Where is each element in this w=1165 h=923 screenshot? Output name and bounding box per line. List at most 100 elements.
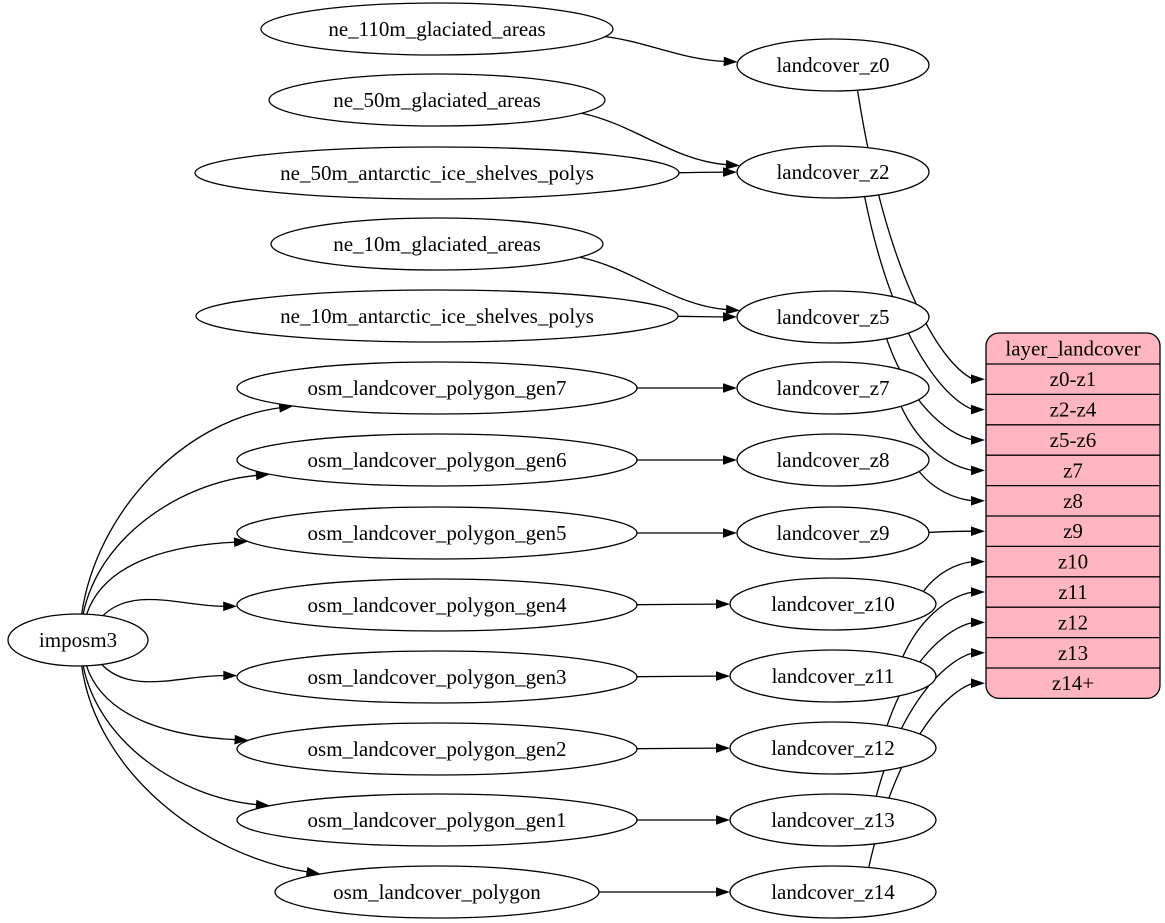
node-ellipse-landcover_z5 — [736, 290, 930, 344]
edge-ne_50m_glaciated_areas-landcover_z2 — [581, 112, 728, 166]
node-ellipse-imposm3 — [7, 613, 149, 667]
node-osm_landcover_polygon_gen7: osm_landcover_polygon_gen7 — [236, 361, 638, 415]
edge-ne_110m_glaciated_areas-landcover_z0-arrowhead — [723, 56, 738, 67]
edge-osm_landcover_polygon_gen1-landcover_z13-arrowhead — [716, 815, 730, 825]
edge-osm_landcover_polygon_gen3-landcover_z11-arrowhead — [715, 671, 731, 681]
node-ellipse-osm_landcover_polygon_gen5 — [236, 506, 638, 560]
table-row-z0-z1: z0-z1 — [1050, 367, 1097, 391]
edge-landcover_z7-layer_landcover-z7-arrowhead — [971, 465, 985, 476]
edge-landcover_z7-layer_landcover-z7 — [900, 406, 974, 472]
edge-osm_landcover_polygon_gen6-landcover_z8-arrowhead — [723, 455, 737, 465]
edge-osm_landcover_polygon_gen2-landcover_z12 — [636, 747, 719, 750]
edge-landcover_z8-layer_landcover-z8-arrowhead — [971, 496, 985, 506]
edge-imposm3-osm_landcover_polygon_gen4 — [102, 598, 226, 617]
node-landcover_z14: landcover_z14 — [729, 865, 937, 919]
edge-landcover_z2-layer_landcover-z2-z4-arrowhead — [971, 404, 985, 415]
edge-landcover_z2-layer_landcover-z2-z4 — [863, 196, 974, 411]
edge-osm_landcover_polygon_gen2-landcover_z12-arrowhead — [715, 743, 731, 753]
table-title: layer_landcover — [1005, 337, 1140, 361]
node-osm_landcover_polygon: osm_landcover_polygon — [274, 865, 600, 919]
edge-ne_10m_glaciated_areas-landcover_z5 — [579, 256, 729, 311]
node-label-landcover_z8: landcover_z8 — [776, 448, 889, 472]
edge-landcover_z14-layer_landcover-z14+-arrowhead — [971, 678, 985, 688]
edge-ne_10m_antarctic_ice_shelves_polys-landcover_z5 — [677, 315, 726, 318]
node-landcover_z0: landcover_z0 — [736, 38, 930, 92]
node-label-osm_landcover_polygon_gen5: osm_landcover_polygon_gen5 — [308, 521, 567, 545]
table-row-z12: z12 — [1058, 610, 1088, 634]
node-landcover_z9: landcover_z9 — [736, 506, 930, 560]
edge-imposm3-osm_landcover_polygon_gen2-arrowhead — [234, 734, 249, 745]
node-label-osm_landcover_polygon_gen3: osm_landcover_polygon_gen3 — [308, 665, 567, 689]
edge-osm_landcover_polygon_gen3-landcover_z11 — [636, 675, 719, 678]
node-osm_landcover_polygon_gen4: osm_landcover_polygon_gen4 — [236, 578, 638, 632]
node-landcover_z5: landcover_z5 — [736, 290, 930, 344]
edge-landcover_z5-layer_landcover-z5-z6 — [885, 338, 974, 441]
node-osm_landcover_polygon_gen1: osm_landcover_polygon_gen1 — [236, 793, 638, 847]
edge-ne_50m_glaciated_areas-landcover_z2-arrowhead — [725, 159, 740, 170]
edge-ne_10m_glaciated_areas-landcover_z5-arrowhead — [725, 304, 740, 315]
node-ellipse-osm_landcover_polygon_gen7 — [236, 361, 638, 415]
node-landcover_z13: landcover_z13 — [729, 793, 937, 847]
node-imposm3: imposm3 — [7, 613, 149, 667]
node-label-ne_50m_glaciated_areas: ne_50m_glaciated_areas — [333, 88, 541, 112]
node-ellipse-osm_landcover_polygon_gen6 — [236, 433, 638, 487]
node-label-ne_10m_glaciated_areas: ne_10m_glaciated_areas — [333, 232, 541, 256]
edge-imposm3-osm_landcover_polygon_gen5 — [86, 541, 237, 615]
node-ne_50m_antarctic_ice_shelves_polys: ne_50m_antarctic_ice_shelves_polys — [194, 146, 680, 200]
node-landcover_z7: landcover_z7 — [736, 361, 930, 415]
edge-landcover_z9-layer_landcover-z9-arrowhead — [971, 526, 985, 536]
node-label-osm_landcover_polygon_gen1: osm_landcover_polygon_gen1 — [308, 808, 567, 832]
node-ellipse-ne_50m_glaciated_areas — [268, 73, 606, 127]
edge-landcover_z11-layer_landcover-z11-arrowhead — [971, 587, 985, 597]
node-ellipse-osm_landcover_polygon_gen4 — [236, 578, 638, 632]
node-ellipse-ne_10m_glaciated_areas — [270, 217, 604, 271]
node-label-ne_10m_antarctic_ice_shelves_polys: ne_10m_antarctic_ice_shelves_polys — [280, 304, 594, 328]
node-ellipse-osm_landcover_polygon_gen1 — [236, 793, 638, 847]
edge-landcover_z10-layer_landcover-z10-arrowhead — [971, 556, 985, 567]
node-landcover_z10: landcover_z10 — [729, 577, 937, 631]
node-ellipse-ne_110m_glaciated_areas — [260, 2, 614, 56]
node-ne_50m_glaciated_areas: ne_50m_glaciated_areas — [268, 73, 606, 127]
edge-landcover_z5-layer_landcover-z5-z6-arrowhead — [971, 435, 985, 445]
edge-osm_landcover_polygon_gen5-landcover_z9-arrowhead — [723, 528, 737, 538]
table-row-z8: z8 — [1063, 489, 1083, 513]
node-ellipse-landcover_z14 — [729, 865, 937, 919]
edge-osm_landcover_polygon_gen7-landcover_z7-arrowhead — [723, 383, 737, 393]
node-label-osm_landcover_polygon: osm_landcover_polygon — [333, 880, 541, 904]
node-label-landcover_z11: landcover_z11 — [772, 664, 895, 688]
edge-imposm3-osm_landcover_polygon — [81, 665, 309, 873]
node-label-osm_landcover_polygon_gen6: osm_landcover_polygon_gen6 — [308, 448, 567, 472]
node-ellipse-landcover_z10 — [729, 577, 937, 631]
node-osm_landcover_polygon_gen5: osm_landcover_polygon_gen5 — [236, 506, 638, 560]
table-row-z10: z10 — [1058, 550, 1088, 574]
node-ne_10m_glaciated_areas: ne_10m_glaciated_areas — [270, 217, 604, 271]
edge-landcover_z10-layer_landcover-z10 — [922, 560, 974, 592]
table-row-z11: z11 — [1058, 580, 1088, 604]
edge-landcover_z8-layer_landcover-z8 — [918, 471, 974, 502]
table-layer-landcover: layer_landcoverz0-z1z2-z4z5-z6z7z8z9z10z… — [985, 332, 1161, 700]
node-ellipse-osm_landcover_polygon_gen2 — [236, 722, 638, 776]
edge-imposm3-osm_landcover_polygon_gen2 — [85, 665, 237, 741]
edge-osm_landcover_polygon_gen4-landcover_z10 — [636, 603, 719, 606]
node-label-imposm3: imposm3 — [39, 628, 117, 652]
node-ellipse-landcover_z12 — [729, 721, 937, 775]
edge-ne_10m_antarctic_ice_shelves_polys-landcover_z5-arrowhead — [722, 312, 738, 322]
edge-imposm3-osm_landcover_polygon_gen7 — [81, 406, 282, 615]
table-row-z7: z7 — [1063, 458, 1083, 482]
node-landcover_z11: landcover_z11 — [729, 649, 937, 703]
node-ellipse-landcover_z13 — [729, 793, 937, 847]
node-ellipse-ne_10m_antarctic_ice_shelves_polys — [195, 289, 679, 343]
edge-landcover_z12-layer_landcover-z12-arrowhead — [971, 617, 985, 628]
table-row-z2-z4: z2-z4 — [1050, 398, 1097, 422]
node-landcover_z8: landcover_z8 — [736, 433, 930, 487]
node-label-landcover_z9: landcover_z9 — [776, 521, 889, 545]
node-ellipse-ne_50m_antarctic_ice_shelves_polys — [194, 146, 680, 200]
edge-osm_landcover_polygon-landcover_z14-arrowhead — [716, 887, 730, 897]
node-ellipse-landcover_z9 — [736, 506, 930, 560]
edge-landcover_z11-layer_landcover-z11 — [902, 591, 974, 658]
table-row-z5-z6: z5-z6 — [1050, 428, 1097, 452]
edge-imposm3-osm_landcover_polygon_gen3-arrowhead — [223, 670, 238, 681]
node-label-osm_landcover_polygon_gen2: osm_landcover_polygon_gen2 — [308, 737, 567, 761]
